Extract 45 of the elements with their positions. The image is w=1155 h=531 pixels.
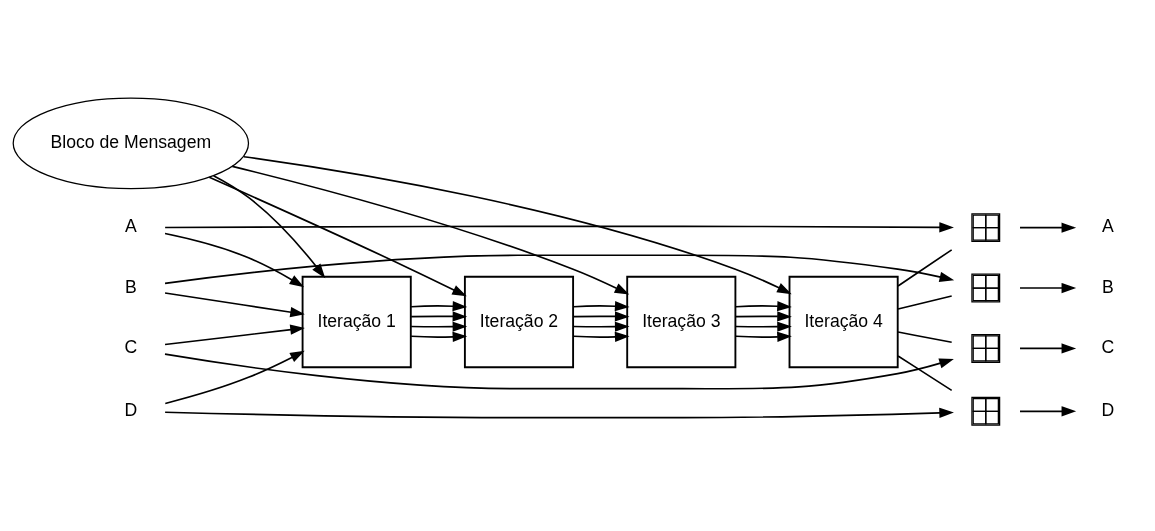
node-text: A [124, 215, 137, 236]
arrow [734, 300, 792, 311]
arrow [572, 300, 630, 311]
connector [897, 330, 953, 343]
node-text: D [124, 399, 138, 420]
arrow [164, 221, 954, 232]
arrow [242, 155, 792, 294]
arrow [1019, 222, 1077, 233]
node-box: Iteração 1 [301, 275, 412, 368]
arrow [231, 165, 630, 295]
node-text: C [124, 336, 138, 357]
node-box: Iteração 4 [788, 275, 899, 368]
arrow [734, 310, 792, 322]
arrow [572, 310, 630, 322]
arrow [734, 331, 792, 342]
node-ellipse: Bloco de Mensagem [12, 96, 250, 189]
connector [897, 248, 953, 287]
arrow [164, 352, 954, 390]
node-text: C [1101, 336, 1115, 357]
node-text: A [1101, 215, 1114, 236]
connector [897, 294, 953, 310]
arrow [410, 331, 468, 342]
arrow [410, 321, 468, 332]
arrow [164, 407, 954, 418]
connector [897, 354, 953, 391]
arrow [410, 300, 468, 311]
arrow [734, 321, 792, 332]
arrow [410, 310, 468, 322]
arrow [208, 176, 467, 296]
node-box: Iteração 3 [626, 275, 737, 368]
arrow [212, 174, 326, 278]
arrow [572, 331, 630, 342]
node-text: B [1101, 276, 1114, 297]
arrow [572, 321, 630, 332]
node-box: Iteração 2 [463, 275, 575, 368]
arrow [164, 324, 305, 345]
node-text: B [124, 276, 137, 297]
arrow [1019, 342, 1077, 354]
arrow [164, 350, 305, 404]
node-text: D [1101, 399, 1115, 420]
arrow [164, 254, 955, 284]
arrow [1019, 405, 1077, 416]
arrow [1019, 282, 1077, 293]
arrow [164, 232, 305, 287]
arrow [164, 291, 305, 317]
